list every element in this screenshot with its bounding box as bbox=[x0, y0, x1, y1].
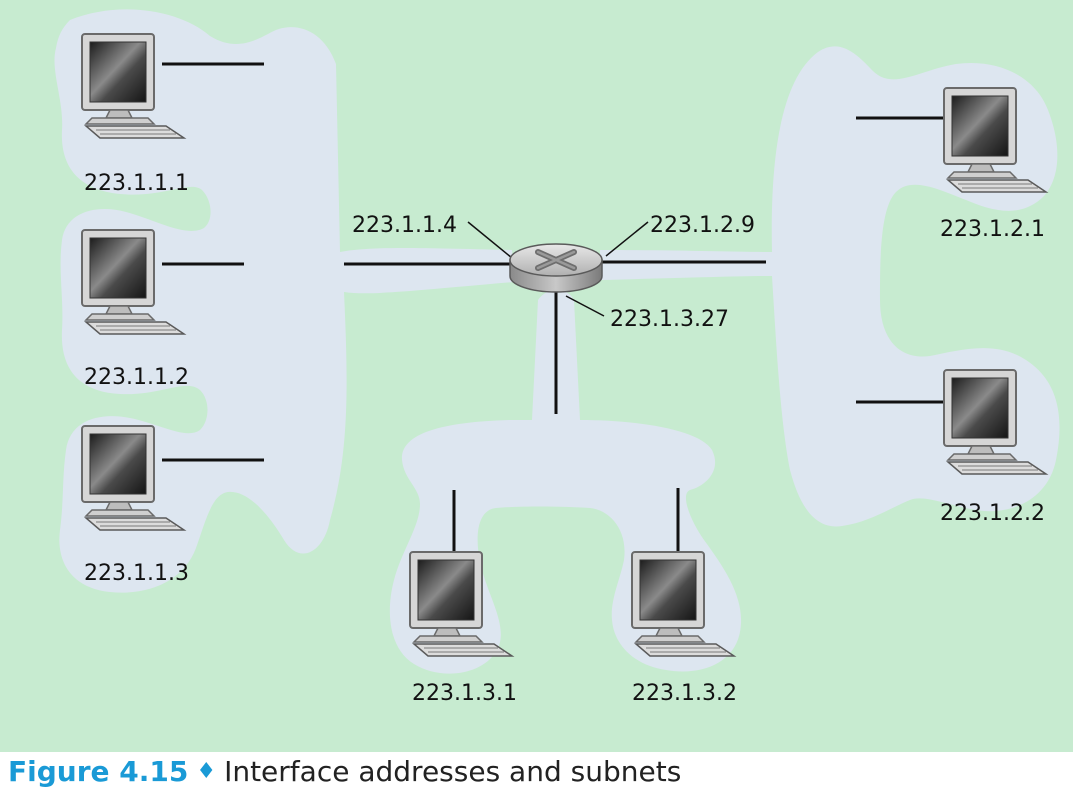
network-diagram: 223.1.1.1 223.1.1.2 223.1.1.3 223.1.2.1 … bbox=[54, 9, 1060, 706]
figure-caption: Figure 4.15 ♦ Interface addresses and su… bbox=[8, 752, 681, 791]
links bbox=[162, 62, 948, 560]
figure-title: Interface addresses and subnets bbox=[224, 755, 682, 788]
figure-number: Figure 4.15 bbox=[8, 755, 189, 788]
host-address-223-1-3-1: 223.1.3.1 bbox=[412, 681, 517, 706]
diagram-background: 223.1.1.1 223.1.1.2 223.1.1.3 223.1.2.1 … bbox=[0, 0, 1073, 752]
host-address-223-1-1-3: 223.1.1.3 bbox=[84, 561, 189, 586]
host-address-223-1-2-1: 223.1.2.1 bbox=[940, 217, 1045, 242]
pointer-223-1-1-4 bbox=[467, 221, 513, 259]
label-pointers bbox=[467, 221, 649, 317]
pointer-223-1-2-9 bbox=[605, 221, 649, 257]
pointer-223-1-3-27 bbox=[565, 295, 605, 317]
diamond-separator-icon: ♦ bbox=[196, 759, 217, 784]
router-interface-223-1-3-27: 223.1.3.27 bbox=[610, 307, 729, 332]
host-address-223-1-2-2: 223.1.2.2 bbox=[940, 501, 1045, 526]
router-icon bbox=[510, 244, 602, 292]
host-address-223-1-1-2: 223.1.1.2 bbox=[84, 365, 189, 390]
router-interface-223-1-1-4: 223.1.1.4 bbox=[352, 213, 457, 238]
subnet-cloud-223-1-1 bbox=[54, 9, 514, 593]
router-interface-223-1-2-9: 223.1.2.9 bbox=[650, 213, 755, 238]
host-address-223-1-3-2: 223.1.3.2 bbox=[632, 681, 737, 706]
host-address-223-1-1-1: 223.1.1.1 bbox=[84, 171, 189, 196]
